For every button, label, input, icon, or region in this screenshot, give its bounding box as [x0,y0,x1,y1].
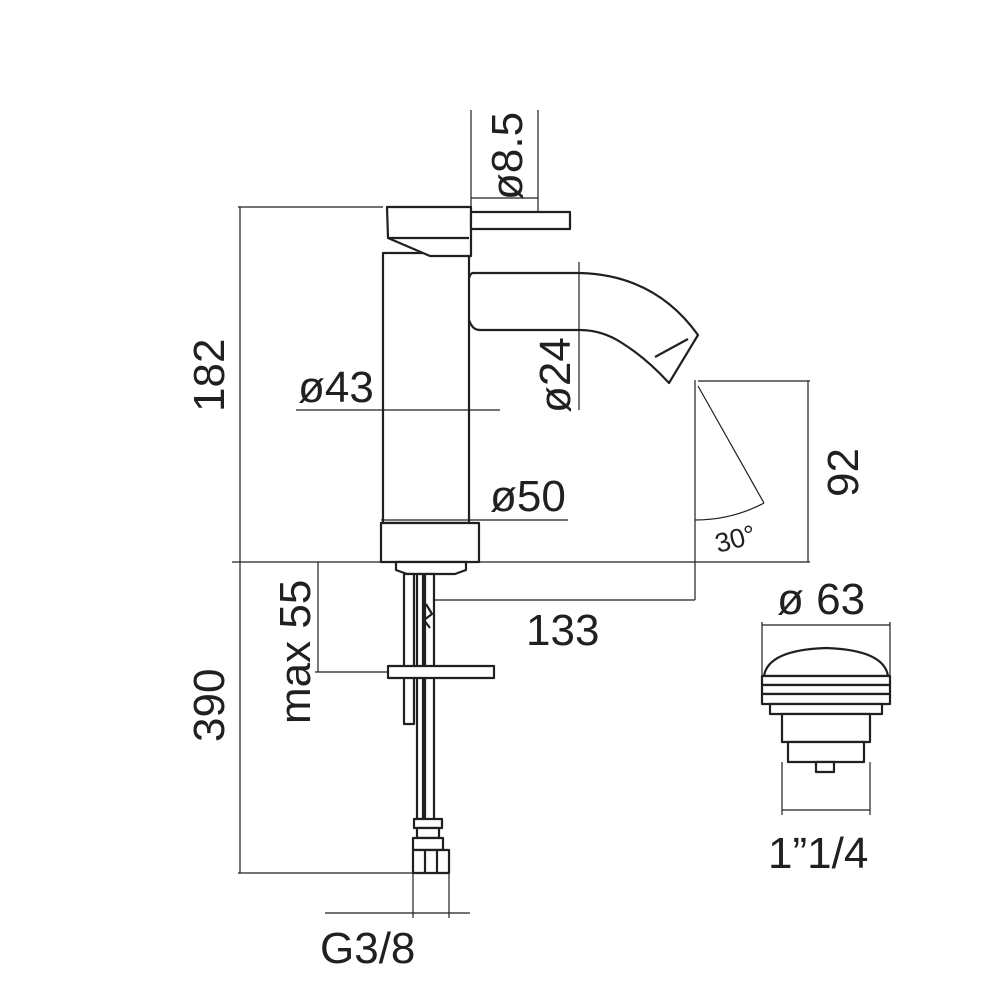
hose-length-label: 390 [185,669,234,742]
body-cylinder [381,251,471,525]
spout-diameter-label: ø24 [531,337,580,413]
base-diameter-label: ø50 [490,472,566,521]
base-ring [379,521,481,564]
hex-nut [411,848,451,875]
ferrule-1 [412,817,444,830]
waste-body [780,712,872,744]
waste-thread [786,740,866,764]
threaded-rod [402,572,416,726]
faucet-body [379,205,700,576]
waste-seal [768,702,884,716]
waste-plug [760,646,892,774]
dimension-labels: ø8.5 182 ø43 ø24 ø50 92 30° 133 max 55 3… [185,112,868,973]
under-nut [394,560,468,576]
ferrule-3 [411,836,445,852]
handle-cap [385,205,473,258]
waste-flange-2 [760,683,892,696]
waste-thread-label: 1”1/4 [768,829,868,878]
body-diameter-label: ø43 [298,363,374,412]
waste-flange-1 [760,674,892,687]
spout [465,271,700,385]
waste-pin [814,760,836,774]
ferrule-2 [415,826,441,840]
waste-flange-3 [760,692,892,706]
lever [469,210,572,231]
dimension-lines [232,110,891,918]
aerator-line [654,338,689,358]
spout-reach-label: 133 [526,606,599,655]
hose-break-mark [422,603,434,629]
connection-label: G3/8 [320,924,415,973]
fixing-plate [386,664,496,680]
lever-diameter-label: ø8.5 [483,112,532,200]
waste-cap [762,646,890,678]
waste-diameter-label: ø 63 [777,575,865,624]
under-sink-assembly [386,572,496,875]
angle-label: 30° [712,519,759,559]
max-thickness-label: max 55 [271,580,320,724]
body-height-label: 182 [185,339,234,412]
hose-left [415,572,425,821]
spout-height-label: 92 [819,448,868,497]
